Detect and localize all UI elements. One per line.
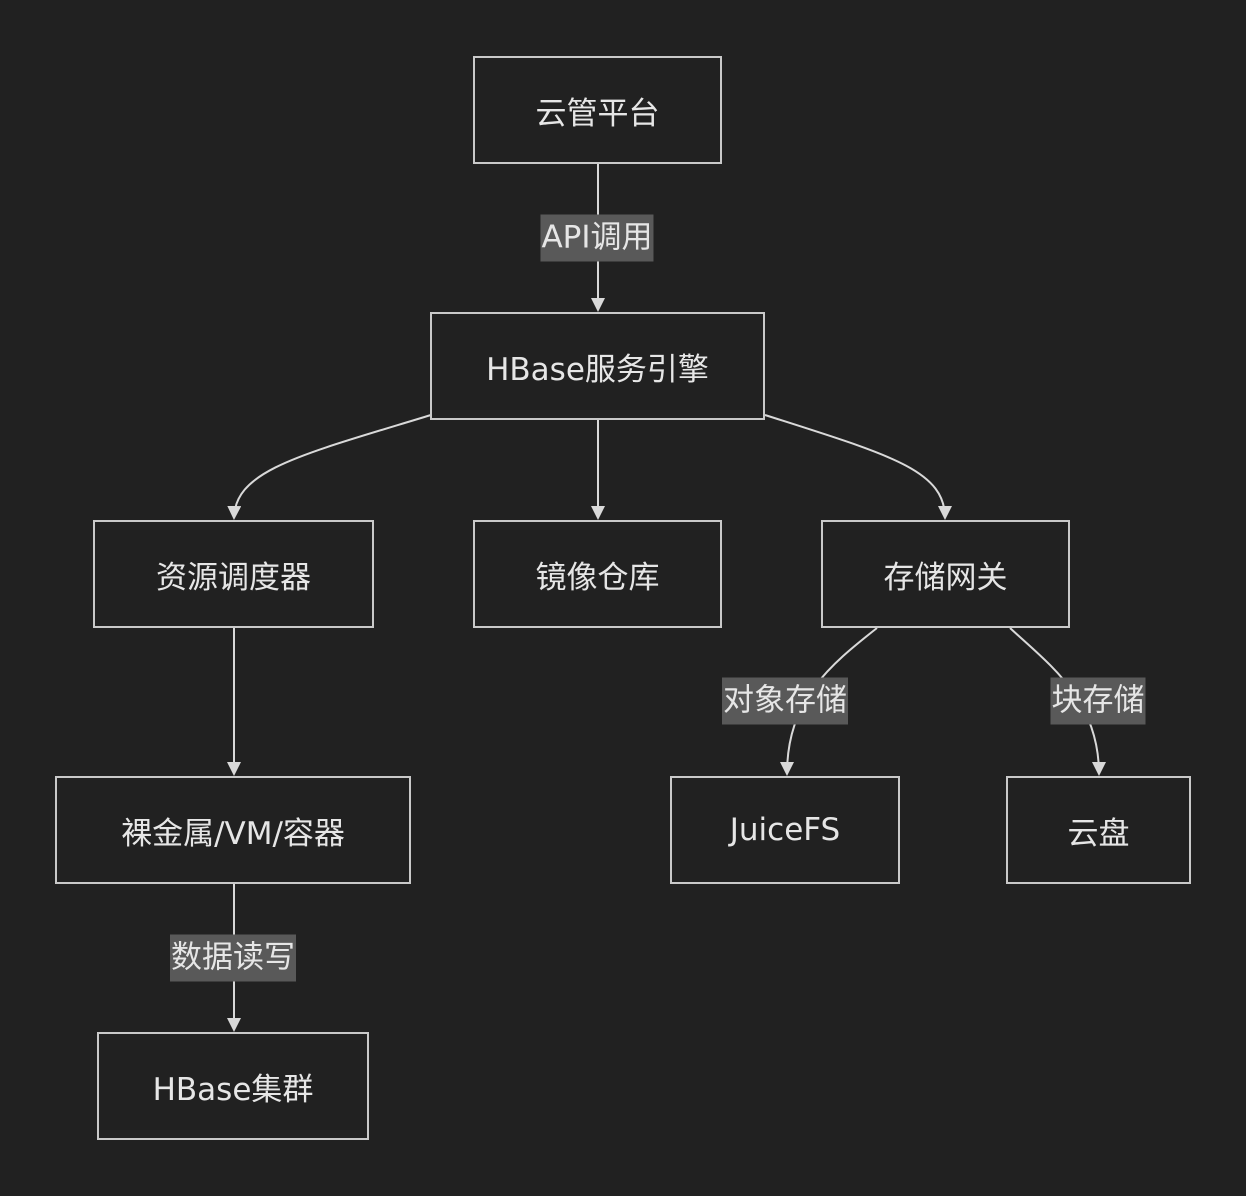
node-compute[interactable]: 裸金属/VM/容器 <box>55 776 411 884</box>
node-hbase-engine[interactable]: HBase服务引擎 <box>430 312 765 420</box>
node-juicefs[interactable]: JuiceFS <box>670 776 900 884</box>
node-cloud-platform[interactable]: 云管平台 <box>473 56 722 164</box>
edge-label-object-storage: 对象存储 <box>722 677 848 725</box>
edge-engine-to-scheduler <box>227 414 432 520</box>
edge-label-data-rw: 数据读写 <box>170 934 296 982</box>
node-scheduler[interactable]: 资源调度器 <box>93 520 374 628</box>
edge-label-api-call: API调用 <box>540 214 654 262</box>
node-storage-gateway[interactable]: 存储网关 <box>821 520 1070 628</box>
node-hbase-cluster[interactable]: HBase集群 <box>97 1032 369 1140</box>
node-image-repo[interactable]: 镜像仓库 <box>473 520 722 628</box>
edge-engine-to-gateway <box>764 414 952 520</box>
node-cloud-disk[interactable]: 云盘 <box>1006 776 1191 884</box>
edge-label-block-storage: 块存储 <box>1050 677 1146 725</box>
